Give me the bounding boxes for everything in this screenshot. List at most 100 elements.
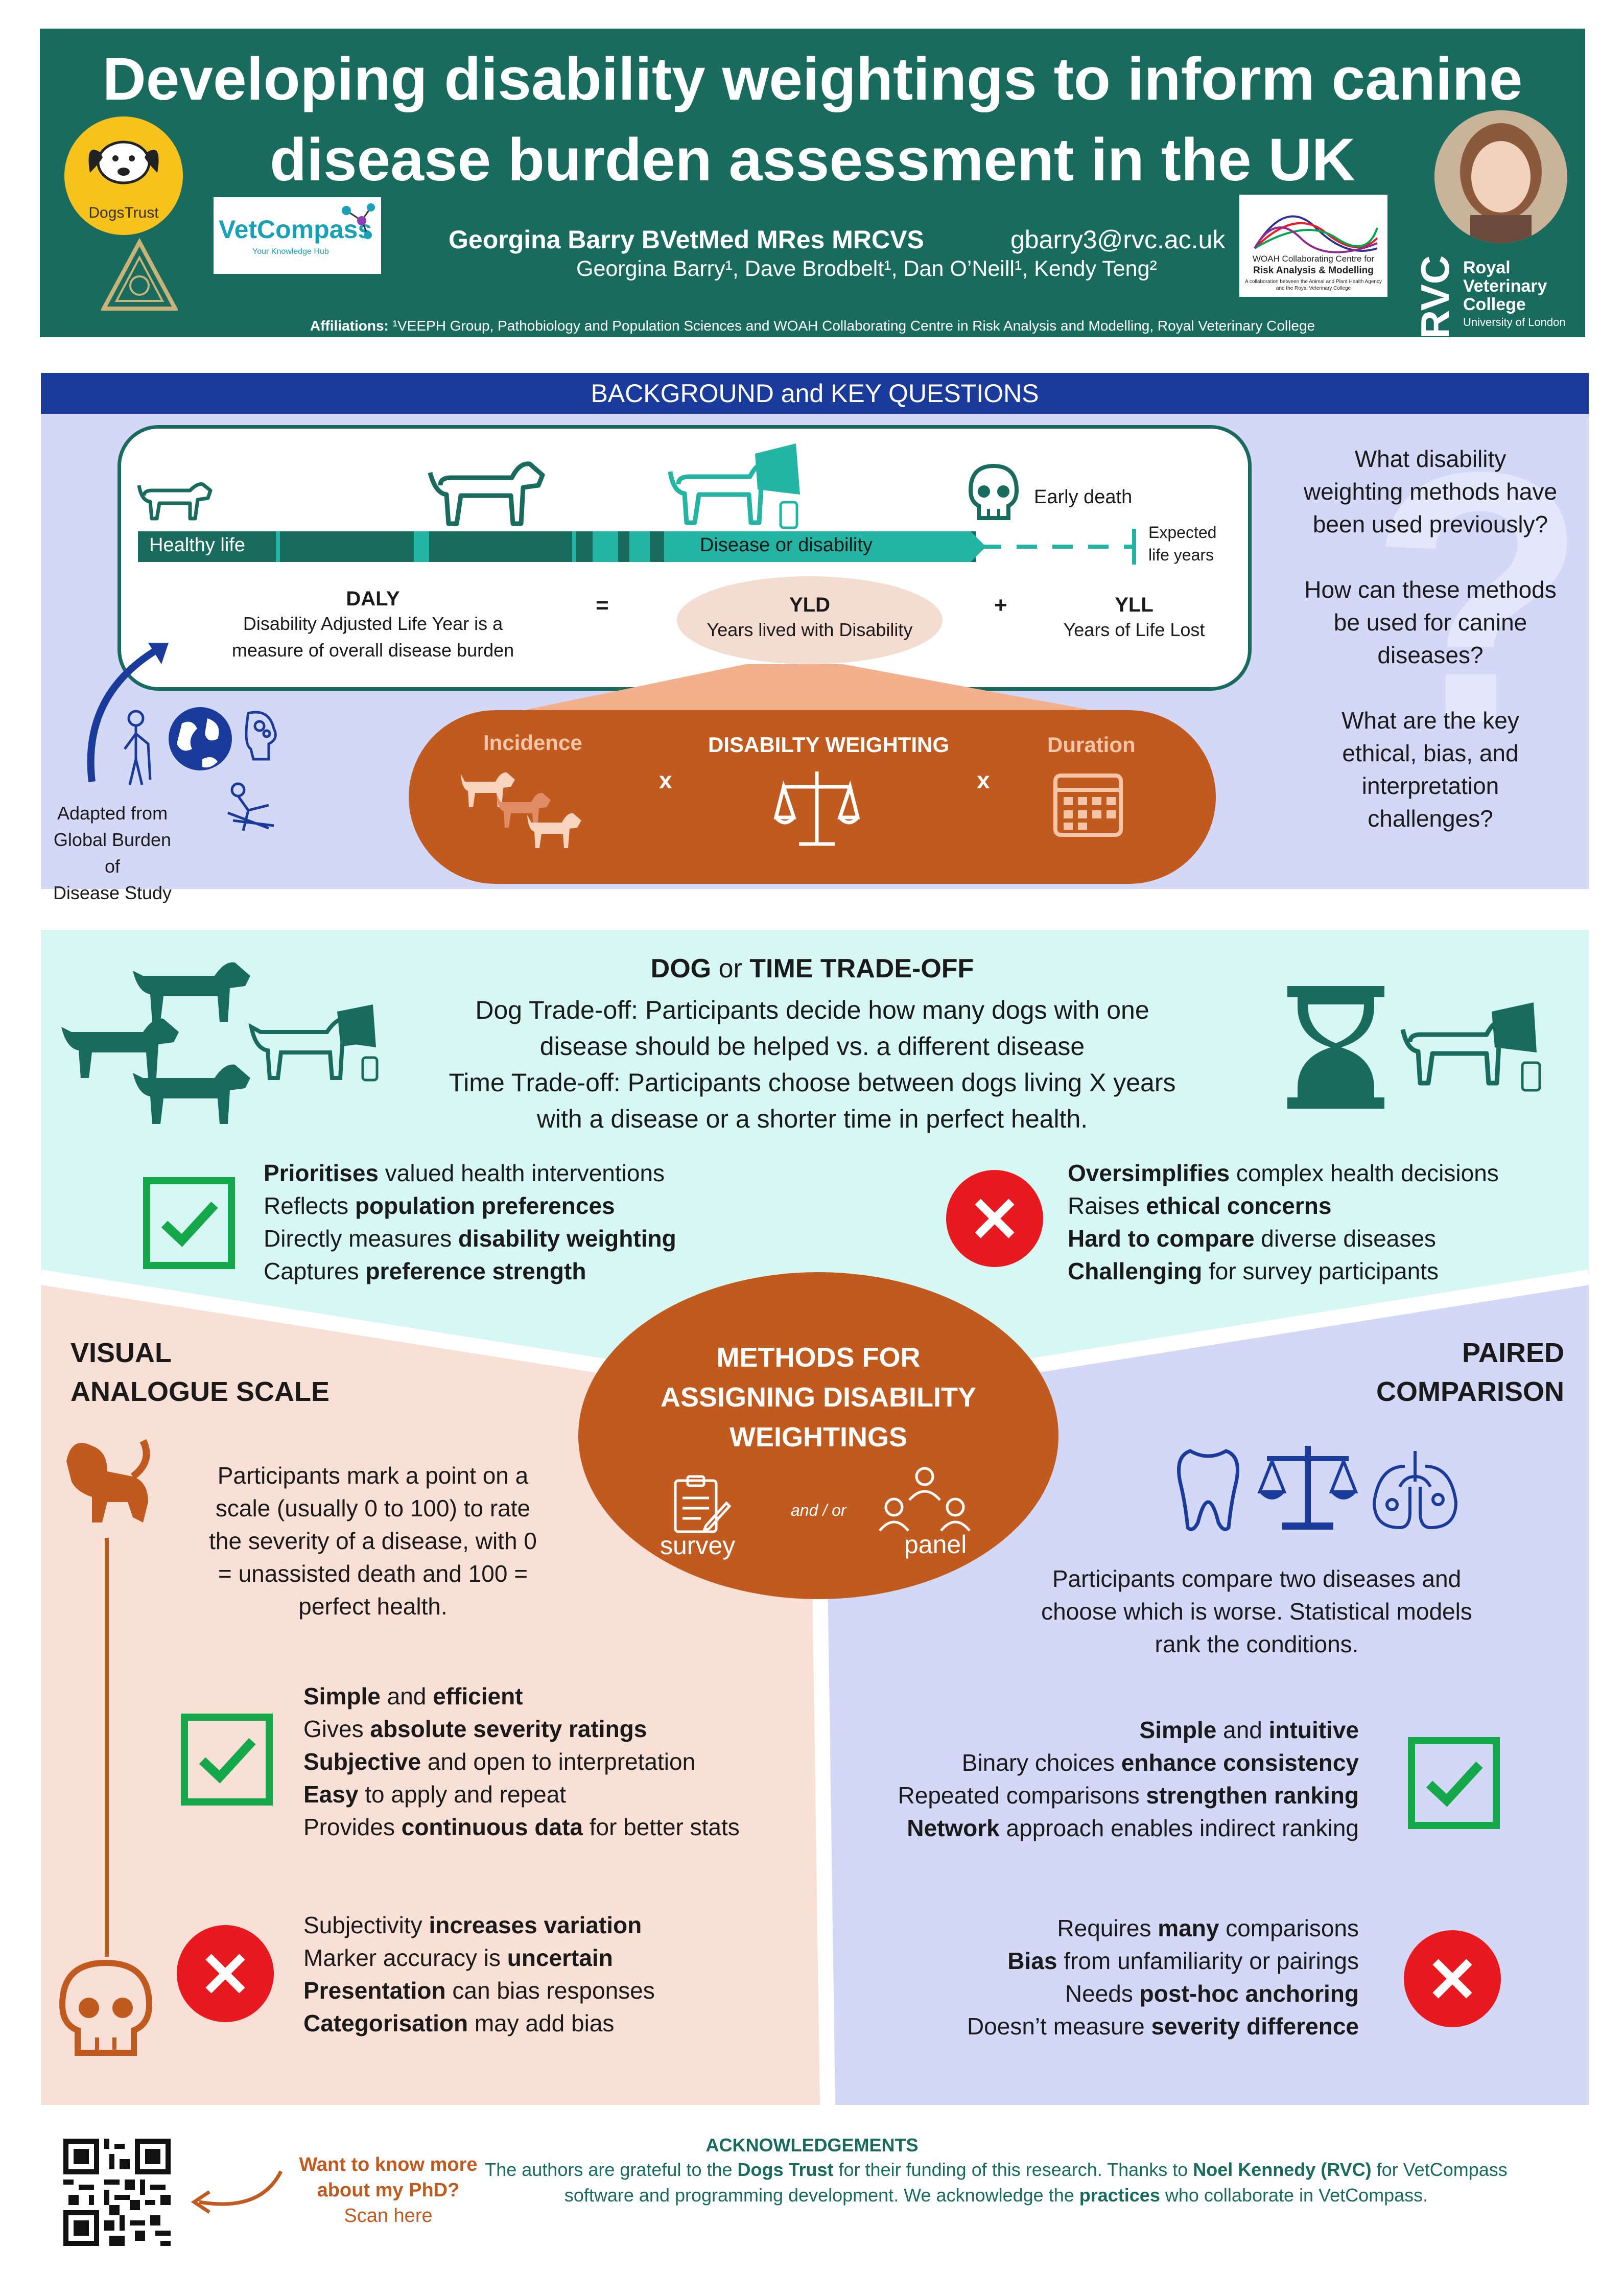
list-item: Doesn’t measure severity difference [828,2010,1359,2043]
expected-label: Expected life years [1148,521,1216,566]
vas-title-1: VISUAL [70,1338,172,1368]
list-item: Subjectivity increases variation [303,1909,655,1941]
affiliation-2: ²Department of Veterinary Medicine, Coll… [492,340,1133,356]
dogs-group-icon [61,962,379,1124]
list-item-text: Doesn’t measure [967,2013,1151,2040]
yll-term: YLL Years of Life Lost [1042,594,1226,643]
times-sign-2: x [977,767,990,793]
acknowledgements-title: ACKNOWLEDGEMENTS [705,2135,919,2156]
list-item: Directly measures disability weighting [264,1222,676,1255]
dog-tradeoff-title: DOG or TIME TRADE-OFF [378,953,1246,984]
daly-desc-1: Disability Adjusted Life Year is a [243,613,503,634]
list-item: Prioritises valued health interventions [264,1157,676,1189]
list-item-bold: preference strength [365,1258,586,1284]
woah-line-1: WOAH Collaborating Centre for [1252,254,1375,264]
paired-desc-3: rank the conditions. [1155,1631,1359,1657]
list-item-bold: Easy [303,1781,359,1808]
vas-desc-2: scale (usually 0 to 100) to rate [215,1495,531,1521]
q1-line-2: weighting methods have [1303,478,1558,505]
woah-logo: WOAH Collaborating Centre for Risk Analy… [1239,195,1387,297]
adult-dog-icon [428,461,545,526]
ack-line-1: The authors are grateful to the Dogs Tru… [460,2157,1533,2183]
ack1-pre: The authors are grateful to the [485,2159,738,2180]
list-item-bold: Hard to compare [1068,1225,1255,1252]
list-item-text: Captures [264,1258,366,1284]
vas-pros-check-icon [181,1714,273,1806]
author-email[interactable]: gbarry3@rvc.ac.uk [1010,225,1226,254]
paired-desc-1: Participants compare two diseases and [1052,1565,1462,1592]
paired-title-1: PAIRED [1462,1338,1564,1368]
list-item-bold: uncertain [507,1944,613,1971]
methods-line-3: WEIGHTINGS [729,1422,907,1452]
woah-line-2: Risk Analysis & Modelling [1253,265,1374,276]
list-item-bold: enhance consistency [1121,1749,1359,1776]
vetcompass-logo: VetCompass Your Knowledge Hub [214,197,381,274]
early-death-label: Early death [1034,486,1133,508]
woah-line-3: A collaboration between the Animal and P… [1245,279,1382,291]
list-item-text: diverse diseases [1254,1225,1436,1252]
phd-callout: Want to know more about my PhD? Scan her… [286,2152,490,2229]
dog-desc-line-4: with a disease or a shorter time in perf… [536,1105,1088,1133]
vas-scale-line [105,1538,109,1957]
university-seal-icon [101,238,178,311]
list-item-bold: intuitive [1268,1717,1359,1743]
q1-line-3: been used previously? [1312,511,1548,537]
paired-cons-x-icon [1404,1930,1501,2027]
yld-expansion-shape [450,664,1175,725]
list-item: Needs post-hoc anchoring [828,1977,1359,2010]
list-item-text: to apply and repeat [358,1781,567,1808]
network-icon [342,203,375,239]
list-item-text: Subjectivity [303,1912,429,1938]
list-item: Reflects population preferences [264,1189,676,1222]
list-item-text: Requires [1057,1915,1158,1941]
dogs-trust-text: DogsTrust [88,204,159,221]
panel-label: panel [904,1530,967,1559]
list-item-bold: Simple [1139,1717,1217,1743]
list-item-text: Needs [1065,1980,1140,2007]
affiliation-1-text: ¹VEEPH Group, Pathobiology and Populatio… [392,318,1315,334]
list-item: Easy to apply and repeat [303,1778,740,1811]
list-item: Challenging for survey participants [1068,1255,1499,1287]
adapted-line-3: Disease Study [53,882,172,903]
poster-title: Developing disability weightings to info… [40,39,1585,200]
key-question-2: How can these methods be used for canine… [1267,573,1594,671]
global-health-icons [123,707,277,831]
dog-cons-x-icon [946,1170,1043,1267]
dog-desc-line-2: disease should be helped vs. a different… [539,1032,1085,1061]
list-item-bold: Prioritises [264,1160,379,1186]
ack-line-2: software and programming development. We… [460,2183,1533,2208]
key-question-3: What are the key ethical, bias, and inte… [1267,704,1594,835]
list-item-bold: Subjective [303,1748,421,1775]
adapted-from-note: Adapted from Global Burden of Disease St… [51,800,174,906]
dog-pros-check-icon [143,1177,235,1269]
list-item-bold: efficient [433,1683,523,1709]
list-item-bold: increases variation [429,1912,642,1938]
rvc-letters: RVC [1413,255,1458,339]
q2-line-3: diseases? [1377,642,1484,668]
vas-desc-5: perfect health. [298,1593,448,1620]
disease-label: Disease or disability [700,534,873,556]
disease-timeline-bar [664,531,971,562]
list-item-bold: many [1158,1915,1219,1941]
qr-code-icon[interactable] [63,2139,171,2246]
methods-title: METHODS FOR ASSIGNING DISABILITY WEIGHTI… [578,1338,1058,1457]
list-item-text: for survey participants [1202,1258,1439,1284]
list-item: Raises ethical concerns [1068,1189,1499,1222]
q3-line-1: What are the key [1341,707,1519,734]
daly-desc-2: measure of overall disease burden [231,640,514,661]
yld-desc: Years lived with Disability [707,619,913,640]
daly-term: DALY Disability Adjusted Life Year is a … [194,588,552,664]
list-item: Simple and intuitive [828,1714,1359,1746]
dog-group-icon [461,772,581,848]
ack1-post: for VetCompass [1371,2159,1508,2180]
expected-line-2: life years [1148,546,1214,564]
ack1-dogs-trust: Dogs Trust [737,2159,834,2180]
list-item: Bias from unfamiliarity or pairings [828,1944,1359,1977]
dog-tradeoff-description: Dog Trade-off: Participants decide how m… [378,992,1246,1137]
expected-line-1: Expected [1148,523,1217,542]
